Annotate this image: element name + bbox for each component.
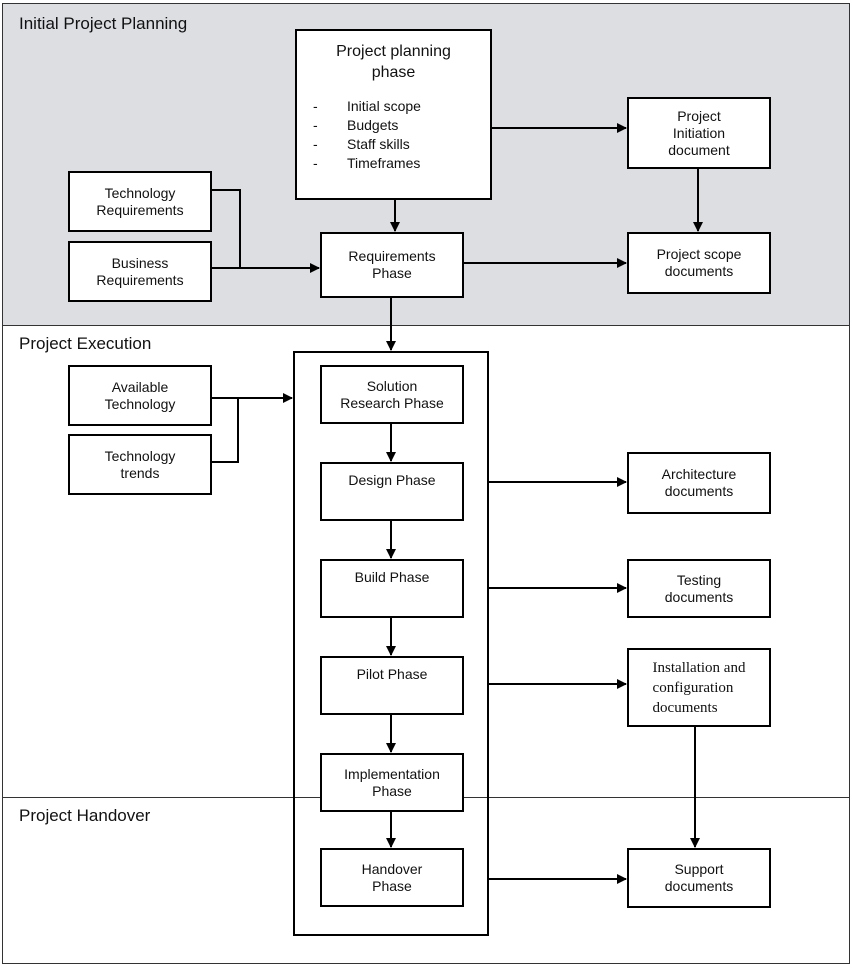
plan-item-budgets: Budgets (297, 116, 490, 135)
project-scope-documents-box: Project scope documents (627, 232, 771, 294)
project-planning-title: Project planning phase (336, 43, 451, 81)
handover-phase-box: Handover Phase (320, 848, 464, 907)
testing-documents-box: Testing documents (627, 559, 771, 618)
technology-trends-box: Technology trends (68, 434, 212, 495)
support-documents-box: Support documents (627, 848, 771, 908)
project-planning-phase-box: Project planning phase Initial scope Bud… (295, 29, 492, 200)
execution-phases-container (293, 351, 489, 936)
plan-item-scope: Initial scope (297, 97, 490, 116)
pilot-phase-box: Pilot Phase (320, 656, 464, 715)
section-title-execution: Project Execution (19, 334, 152, 353)
section-title-handover: Project Handover (19, 806, 151, 825)
section-title-planning: Initial Project Planning (19, 14, 188, 33)
build-phase-box: Build Phase (320, 559, 464, 618)
technology-requirements-box: Technology Requirements (68, 171, 212, 232)
bracket-technology-inputs (212, 398, 239, 463)
solution-research-phase-box: Solution Research Phase (320, 365, 464, 424)
plan-item-timeframes: Timeframes (297, 154, 490, 173)
installation-configuration-documents-box: Installation and configuration documents (627, 648, 771, 727)
business-requirements-box: Business Requirements (68, 241, 212, 302)
project-planning-items: Initial scope Budgets Staff skills Timef… (297, 97, 490, 173)
available-technology-box: Available Technology (68, 365, 212, 426)
implementation-phase-box: Implementation Phase (320, 753, 464, 812)
architecture-documents-box: Architecture documents (627, 452, 771, 514)
requirements-phase-box: Requirements Phase (320, 232, 464, 298)
plan-item-staff-skills: Staff skills (297, 135, 490, 154)
bracket-requirements-inputs (212, 189, 241, 268)
design-phase-box: Design Phase (320, 462, 464, 521)
project-initiation-document-box: Project Initiation document (627, 97, 771, 169)
